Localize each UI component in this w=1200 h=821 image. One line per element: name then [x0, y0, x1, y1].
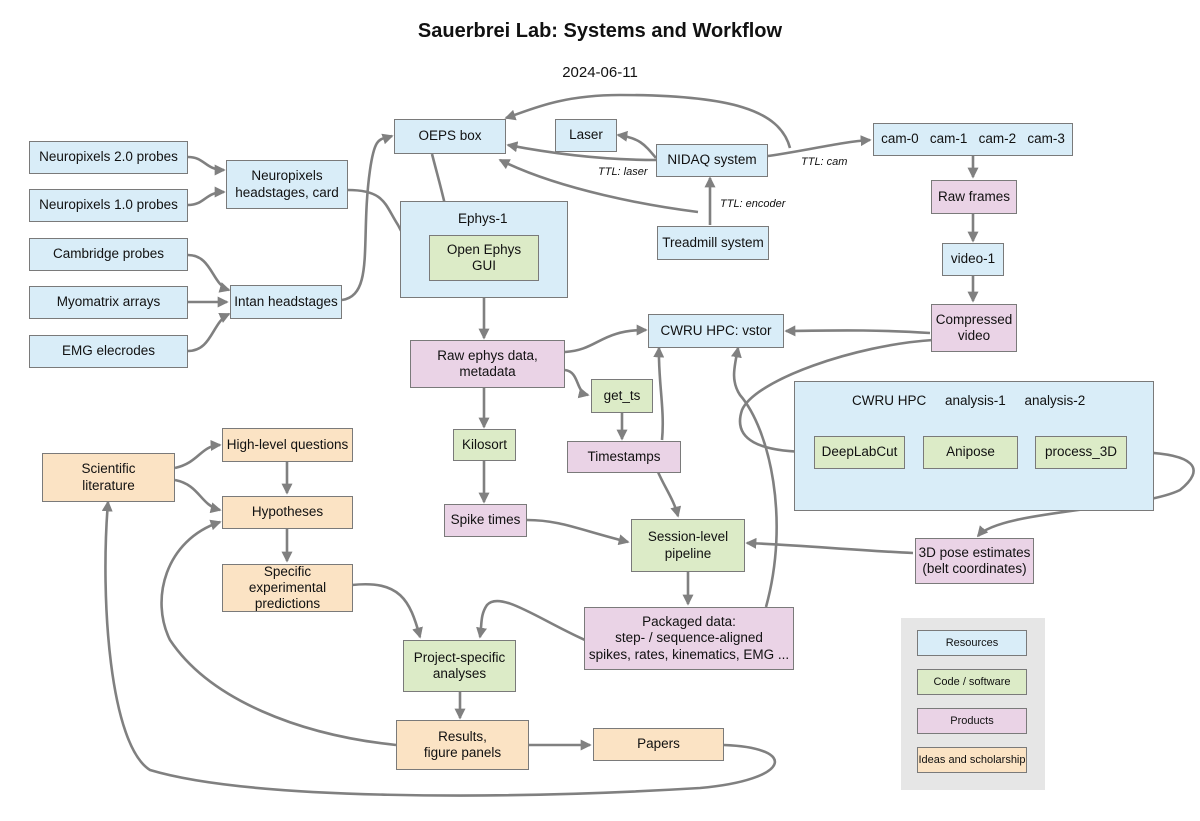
node-get-ts[interactable]: get_ts: [591, 379, 653, 413]
node-neuropixels-headstages[interactable]: Neuropixels headstages, card: [226, 160, 348, 209]
legend-code-software: Code / software: [917, 669, 1027, 695]
edge-treadmill-to-oeps: [498, 158, 699, 214]
edge-intan-to-oeps: [341, 133, 394, 302]
edge-np2-to-nphs: [187, 155, 226, 176]
node-project-analyses[interactable]: Project-specific analyses: [403, 640, 516, 692]
node-papers[interactable]: Papers: [593, 728, 724, 761]
edge-rawephys-to-getts: [564, 368, 590, 399]
node-emg-electrodes[interactable]: EMG elecrodes: [29, 335, 188, 368]
edge-nidaq-to-cams: [767, 135, 872, 158]
node-process-3d[interactable]: process_3D: [1035, 436, 1127, 469]
edge-packaged-to-vstor: [730, 346, 778, 608]
node-cwru-hpc-vstor[interactable]: CWRU HPC: vstor: [648, 314, 784, 348]
node-scientific-literature[interactable]: Scientific literature: [42, 453, 175, 502]
node-kilosort[interactable]: Kilosort: [453, 429, 516, 461]
node-raw-frames[interactable]: Raw frames: [931, 180, 1017, 214]
edge-rawephys-to-vstor: [564, 324, 648, 354]
node-myomatrix-arrays[interactable]: Myomatrix arrays: [29, 286, 188, 319]
node-session-pipeline[interactable]: Session-level pipeline: [631, 519, 745, 572]
node-video-1[interactable]: video-1: [942, 243, 1004, 276]
edge-compressed-to-vstor: [784, 325, 931, 337]
group-ephys1-label: Ephys-1: [458, 211, 508, 226]
edge-papers-to-literature: [101, 500, 777, 797]
node-packaged-data[interactable]: Packaged data: step- / sequence-aligned …: [584, 607, 794, 670]
edge-label-ttl-cam: TTL: cam: [801, 156, 848, 168]
edge-literature-to-hypotheses: [174, 478, 222, 514]
legend-ideas-scholarship: Ideas and scholarship: [917, 747, 1027, 773]
edge-nidaq-to-oeps: [504, 93, 792, 149]
node-open-ephys-gui[interactable]: Open Ephys GUI: [429, 235, 539, 281]
node-timestamps[interactable]: Timestamps: [567, 441, 681, 473]
node-deeplabcut[interactable]: DeepLabCut: [814, 436, 905, 469]
node-intan-headstages[interactable]: Intan headstages: [230, 285, 342, 319]
node-high-level-questions[interactable]: High-level questions: [222, 428, 353, 462]
edge-nidaq-to-laser: [616, 130, 657, 159]
edge-results-to-hypotheses: [160, 519, 397, 747]
edge-literature-to-questions: [174, 439, 222, 470]
node-cambridge-probes[interactable]: Cambridge probes: [29, 238, 188, 271]
edge-spikes-to-session: [526, 518, 630, 546]
node-cameras[interactable]: cam-0 cam-1 cam-2 cam-3: [873, 123, 1073, 156]
edge-timestamps-to-session: [656, 471, 682, 518]
node-compressed-video[interactable]: Compressed video: [931, 304, 1017, 352]
edge-emg-to-intan: [187, 312, 231, 353]
legend-products: Products: [917, 708, 1027, 734]
edge-label-ttl-laser: TTL: laser: [598, 166, 648, 178]
edge-np1-to-nphs: [187, 186, 226, 207]
node-neuropixels-1-probes[interactable]: Neuropixels 1.0 probes: [29, 189, 188, 222]
edge-pose-to-session: [745, 537, 914, 555]
node-nidaq-system[interactable]: NIDAQ system: [656, 144, 768, 177]
edge-label-ttl-encoder: TTL: encoder: [720, 198, 786, 210]
node-laser[interactable]: Laser: [555, 119, 617, 152]
edge-timestamps-to-vstor: [653, 346, 665, 441]
node-anipose[interactable]: Anipose: [923, 436, 1018, 469]
node-specific-predictions[interactable]: Specific experimental predictions: [222, 564, 353, 612]
node-neuropixels-2-probes[interactable]: Neuropixels 2.0 probes: [29, 141, 188, 174]
legend-resources: Resources: [917, 630, 1027, 656]
edge-nidaq-to-oeps-ttl: [506, 141, 657, 162]
node-hypotheses[interactable]: Hypotheses: [222, 496, 353, 529]
diagram-date: 2024-06-11: [562, 64, 638, 81]
diagram-title: Sauerbrei Lab: Systems and Workflow: [417, 20, 783, 42]
edge-proc3d-to-pose: [976, 450, 1195, 538]
legend: Resources Code / software Products Ideas…: [901, 618, 1045, 790]
node-results-figure-panels[interactable]: Results, figure panels: [396, 720, 529, 770]
edge-packaged-to-analyses: [476, 599, 586, 642]
edge-predictions-to-analyses: [351, 582, 423, 639]
node-spike-times[interactable]: Spike times: [444, 504, 527, 537]
group-cwru-hpc-label: CWRU HPC analysis-1 analysis-2: [852, 393, 1086, 408]
group-ephys1: [400, 201, 568, 298]
edge-cambridge-to-intan: [187, 253, 231, 293]
node-3d-pose-estimates[interactable]: 3D pose estimates (belt coordinates): [915, 538, 1034, 584]
node-raw-ephys-data[interactable]: Raw ephys data, metadata: [410, 340, 565, 388]
node-treadmill-system[interactable]: Treadmill system: [657, 226, 769, 260]
node-oeps-box[interactable]: OEPS box: [394, 119, 506, 154]
